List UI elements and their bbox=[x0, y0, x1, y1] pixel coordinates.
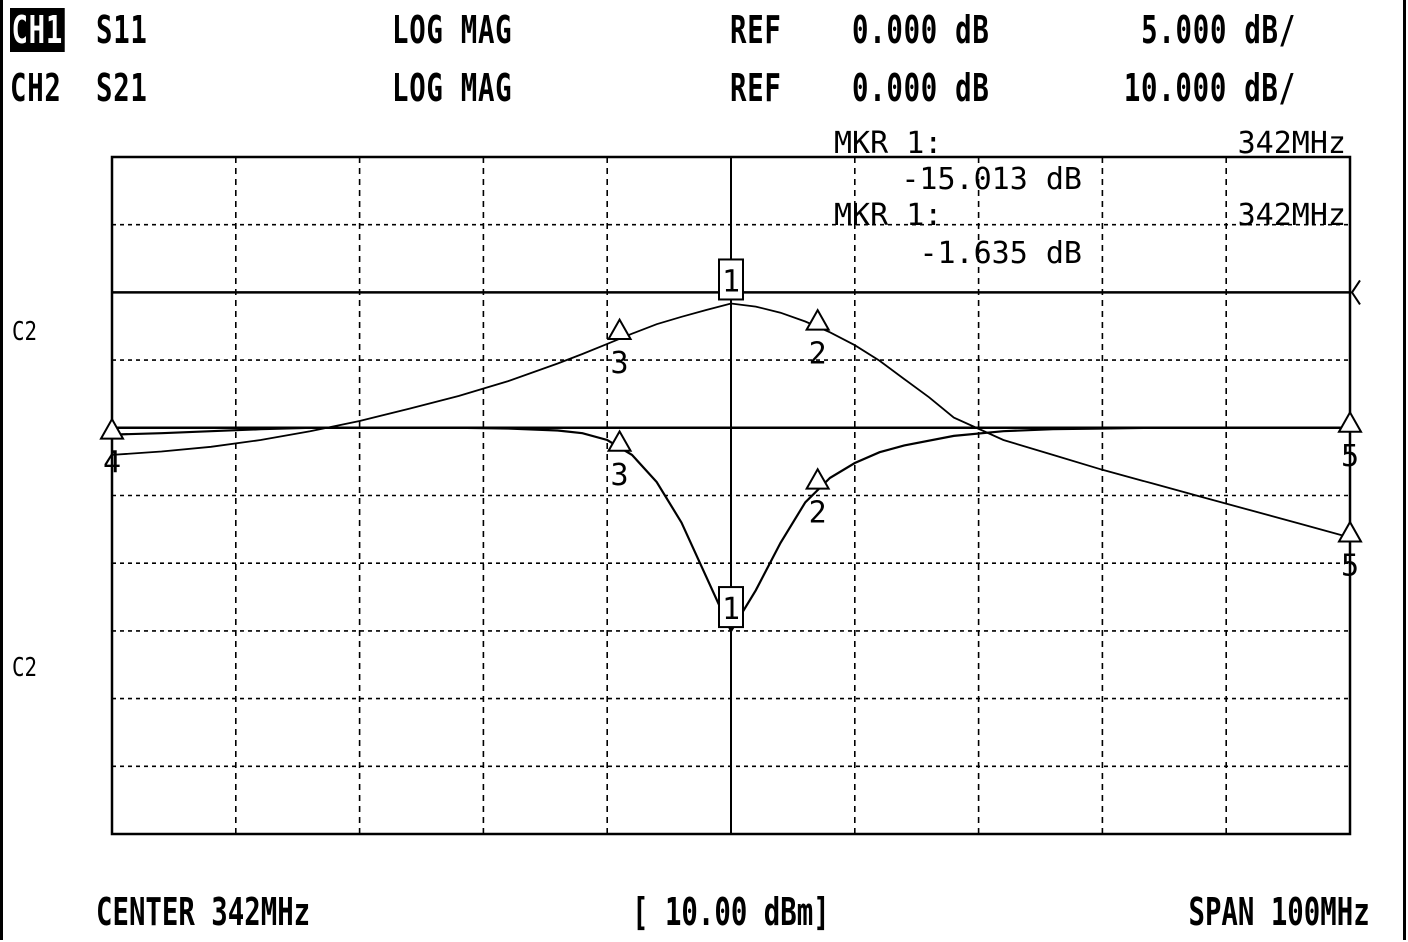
marker-3-s11-triangle-icon bbox=[606, 429, 633, 452]
ch1-param: S11 bbox=[96, 8, 148, 52]
marker-5-s11-label: 5 bbox=[1341, 439, 1359, 474]
marker-5-s21-label: 5 bbox=[1341, 548, 1359, 583]
marker-5-s11-triangle-icon bbox=[1337, 410, 1363, 433]
marker-3-s21-label: 3 bbox=[611, 346, 629, 381]
trace-s21 bbox=[111, 302, 1351, 539]
marker-4-s11-label: 4 bbox=[103, 446, 121, 481]
marker-1-s11-label: 1 bbox=[722, 592, 740, 627]
ch2-param: S21 bbox=[96, 66, 148, 110]
mkr1-label-ch2: MKR 1: bbox=[834, 198, 942, 233]
marker-4-s11-triangle-icon bbox=[99, 417, 125, 440]
marker-5-s21-triangle-icon bbox=[1337, 520, 1363, 543]
ch2-ref-value: 0.000 dB bbox=[852, 66, 990, 110]
mkr1-label-ch1: MKR 1: bbox=[834, 126, 942, 161]
mkr1-freq-ch1: 342MHz bbox=[1238, 126, 1346, 161]
ch1-format: LOG MAG bbox=[392, 8, 513, 52]
marker-readout: MKR 1: 342MHz -15.013 dB MKR 1: 342MHz -… bbox=[834, 126, 1346, 271]
marker-2-s11-triangle-icon bbox=[804, 467, 831, 490]
side-label-c2-top: C2 bbox=[12, 317, 38, 347]
mkr1-value-ch1: -15.013 dB bbox=[901, 162, 1082, 197]
reference-pointer-icon bbox=[1350, 279, 1361, 305]
side-label-c2-bottom: C2 bbox=[12, 653, 38, 683]
ch1-ref-value: 0.000 dB bbox=[852, 8, 990, 52]
markers: 1 2 3 4 5 1 2 3 5 bbox=[99, 258, 1363, 629]
ch2-ref-label: REF bbox=[730, 66, 782, 110]
ch1-label[interactable]: CH1 bbox=[10, 8, 65, 52]
marker-1-s11-box bbox=[718, 586, 744, 629]
ch2-scale: 10.000 dB/ bbox=[1124, 66, 1296, 110]
mkr1-freq-ch2: 342MHz bbox=[1238, 198, 1346, 233]
marker-3-s11-label: 3 bbox=[611, 458, 629, 493]
ch1-ref-label: REF bbox=[730, 8, 782, 52]
mkr1-value-ch2: -1.635 dB bbox=[919, 236, 1082, 271]
ch1-scale: 5.000 dB/ bbox=[1141, 8, 1296, 52]
source-power: [ 10.00 dBm] bbox=[632, 890, 830, 934]
marker-3-s21-triangle-icon bbox=[606, 317, 633, 341]
marker-1-s21-box bbox=[718, 258, 744, 301]
ch2-format: LOG MAG bbox=[392, 66, 513, 110]
marker-1-s21-label: 1 bbox=[722, 264, 740, 299]
center-frequency: CENTER 342MHz bbox=[96, 890, 311, 934]
ch2-label[interactable]: CH2 bbox=[10, 66, 62, 110]
marker-2-s21-label: 2 bbox=[809, 337, 827, 372]
marker-2-s21-triangle-icon bbox=[804, 308, 831, 331]
marker-2-s11-label: 2 bbox=[809, 496, 827, 531]
frequency-span: SPAN 100MHz bbox=[1188, 890, 1370, 934]
